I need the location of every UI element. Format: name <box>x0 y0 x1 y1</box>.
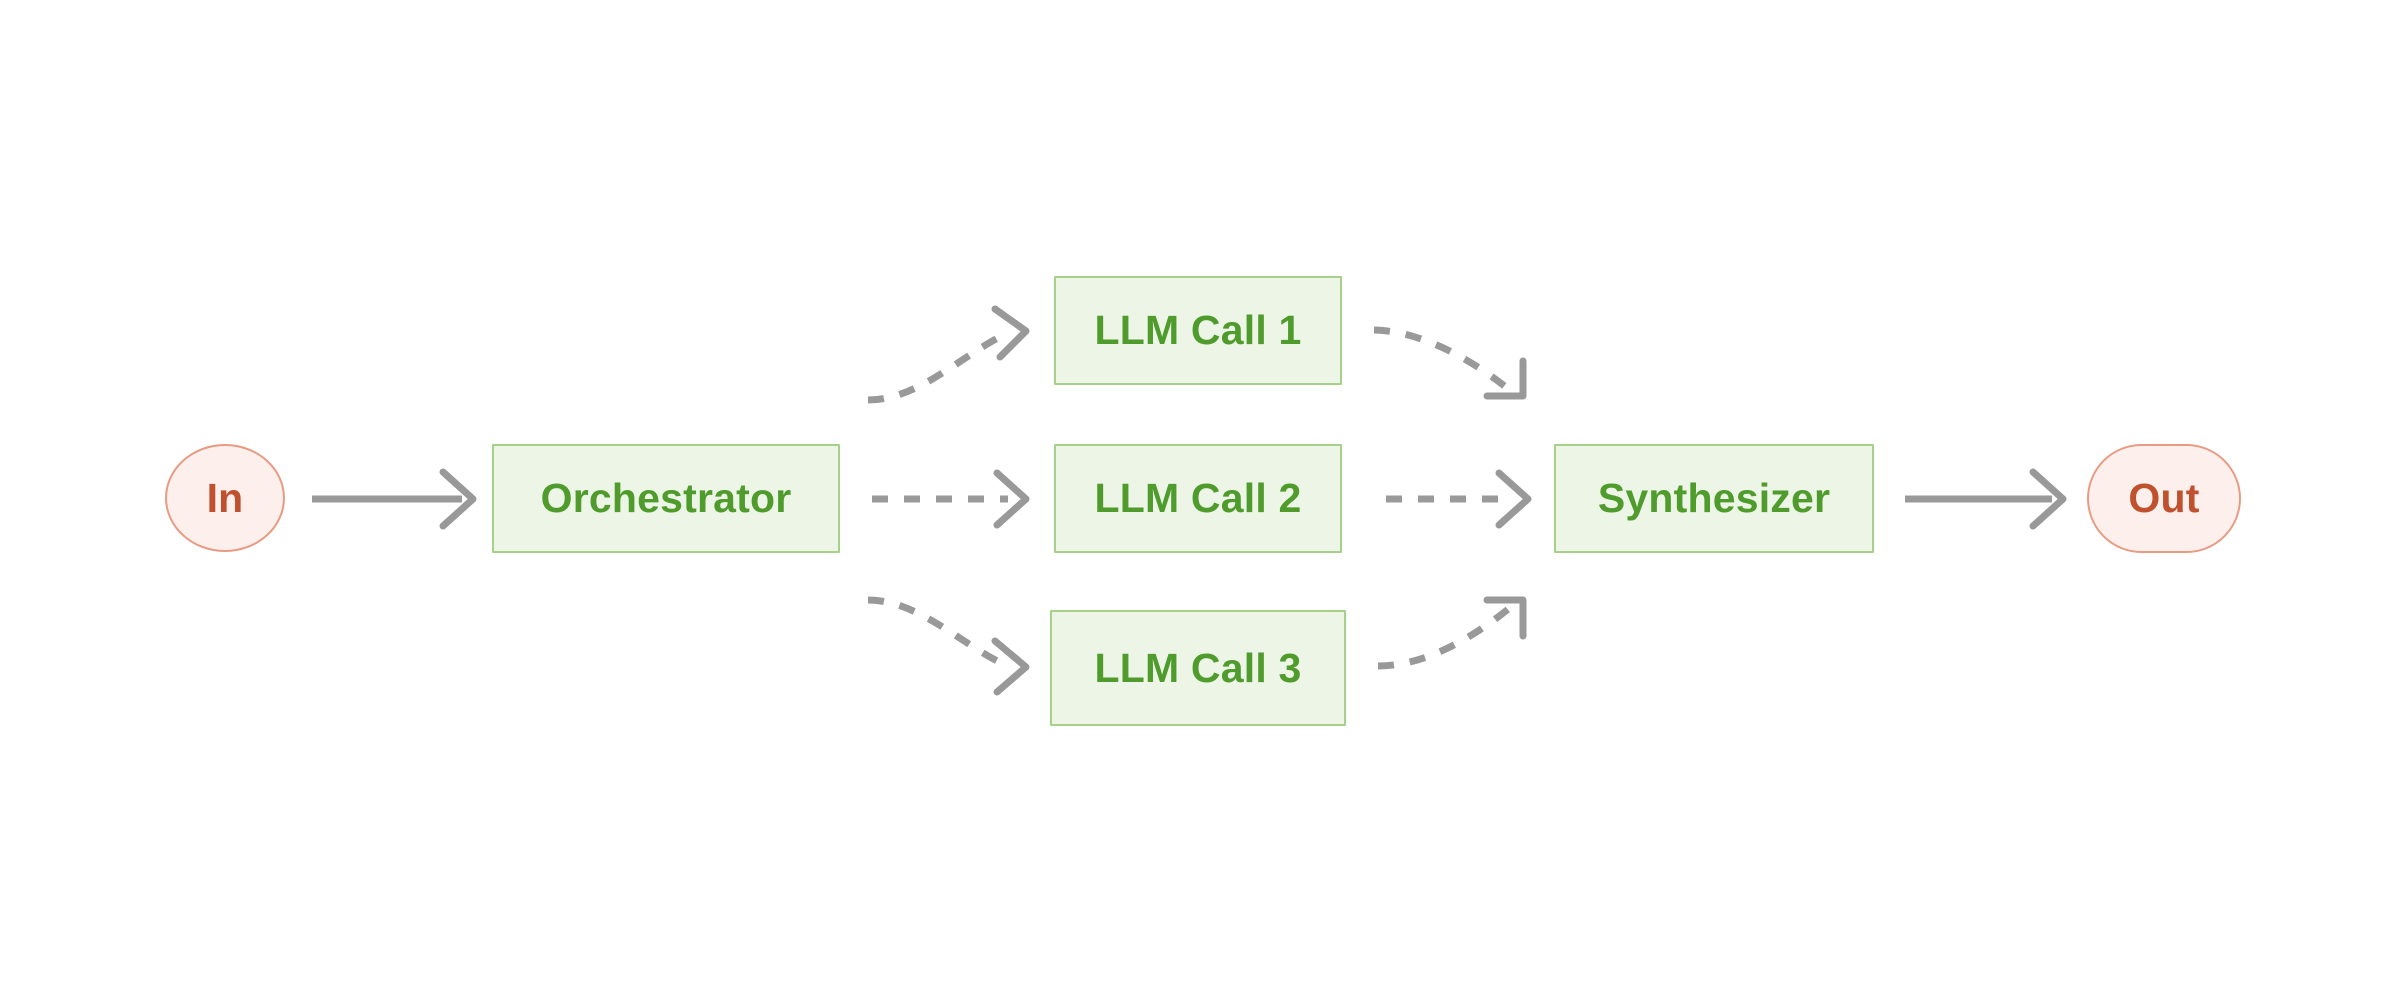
edge-llm1-synthesizer <box>1373 326 1527 400</box>
node-in[interactable]: In <box>165 444 285 552</box>
edge-orchestrator-llm1 <box>867 305 1030 404</box>
edge-llm3-synthesizer <box>1377 596 1527 670</box>
node-llm-call-1-label: LLM Call 1 <box>1094 307 1302 353</box>
edge-synthesizer-out <box>1905 468 2067 530</box>
node-out[interactable]: Out <box>2087 444 2241 553</box>
edge-in-orchestrator <box>312 468 477 530</box>
node-orchestrator-label: Orchestrator <box>540 475 792 521</box>
edge-llm2-synthesizer <box>1386 469 1532 529</box>
edge-orchestrator-llm2 <box>872 469 1030 529</box>
node-llm-call-2[interactable]: LLM Call 2 <box>1054 444 1342 553</box>
node-llm-call-3[interactable]: LLM Call 3 <box>1050 610 1346 726</box>
node-synthesizer-label: Synthesizer <box>1597 475 1831 521</box>
edge-orchestrator-llm3 <box>867 596 1030 696</box>
node-out-label: Out <box>2128 475 2200 521</box>
node-orchestrator[interactable]: Orchestrator <box>492 444 840 553</box>
node-llm-call-2-label: LLM Call 2 <box>1094 475 1302 521</box>
node-in-label: In <box>206 474 244 521</box>
node-llm-call-3-label: LLM Call 3 <box>1094 644 1302 691</box>
node-llm-call-1[interactable]: LLM Call 1 <box>1054 276 1342 385</box>
node-synthesizer[interactable]: Synthesizer <box>1554 444 1874 553</box>
